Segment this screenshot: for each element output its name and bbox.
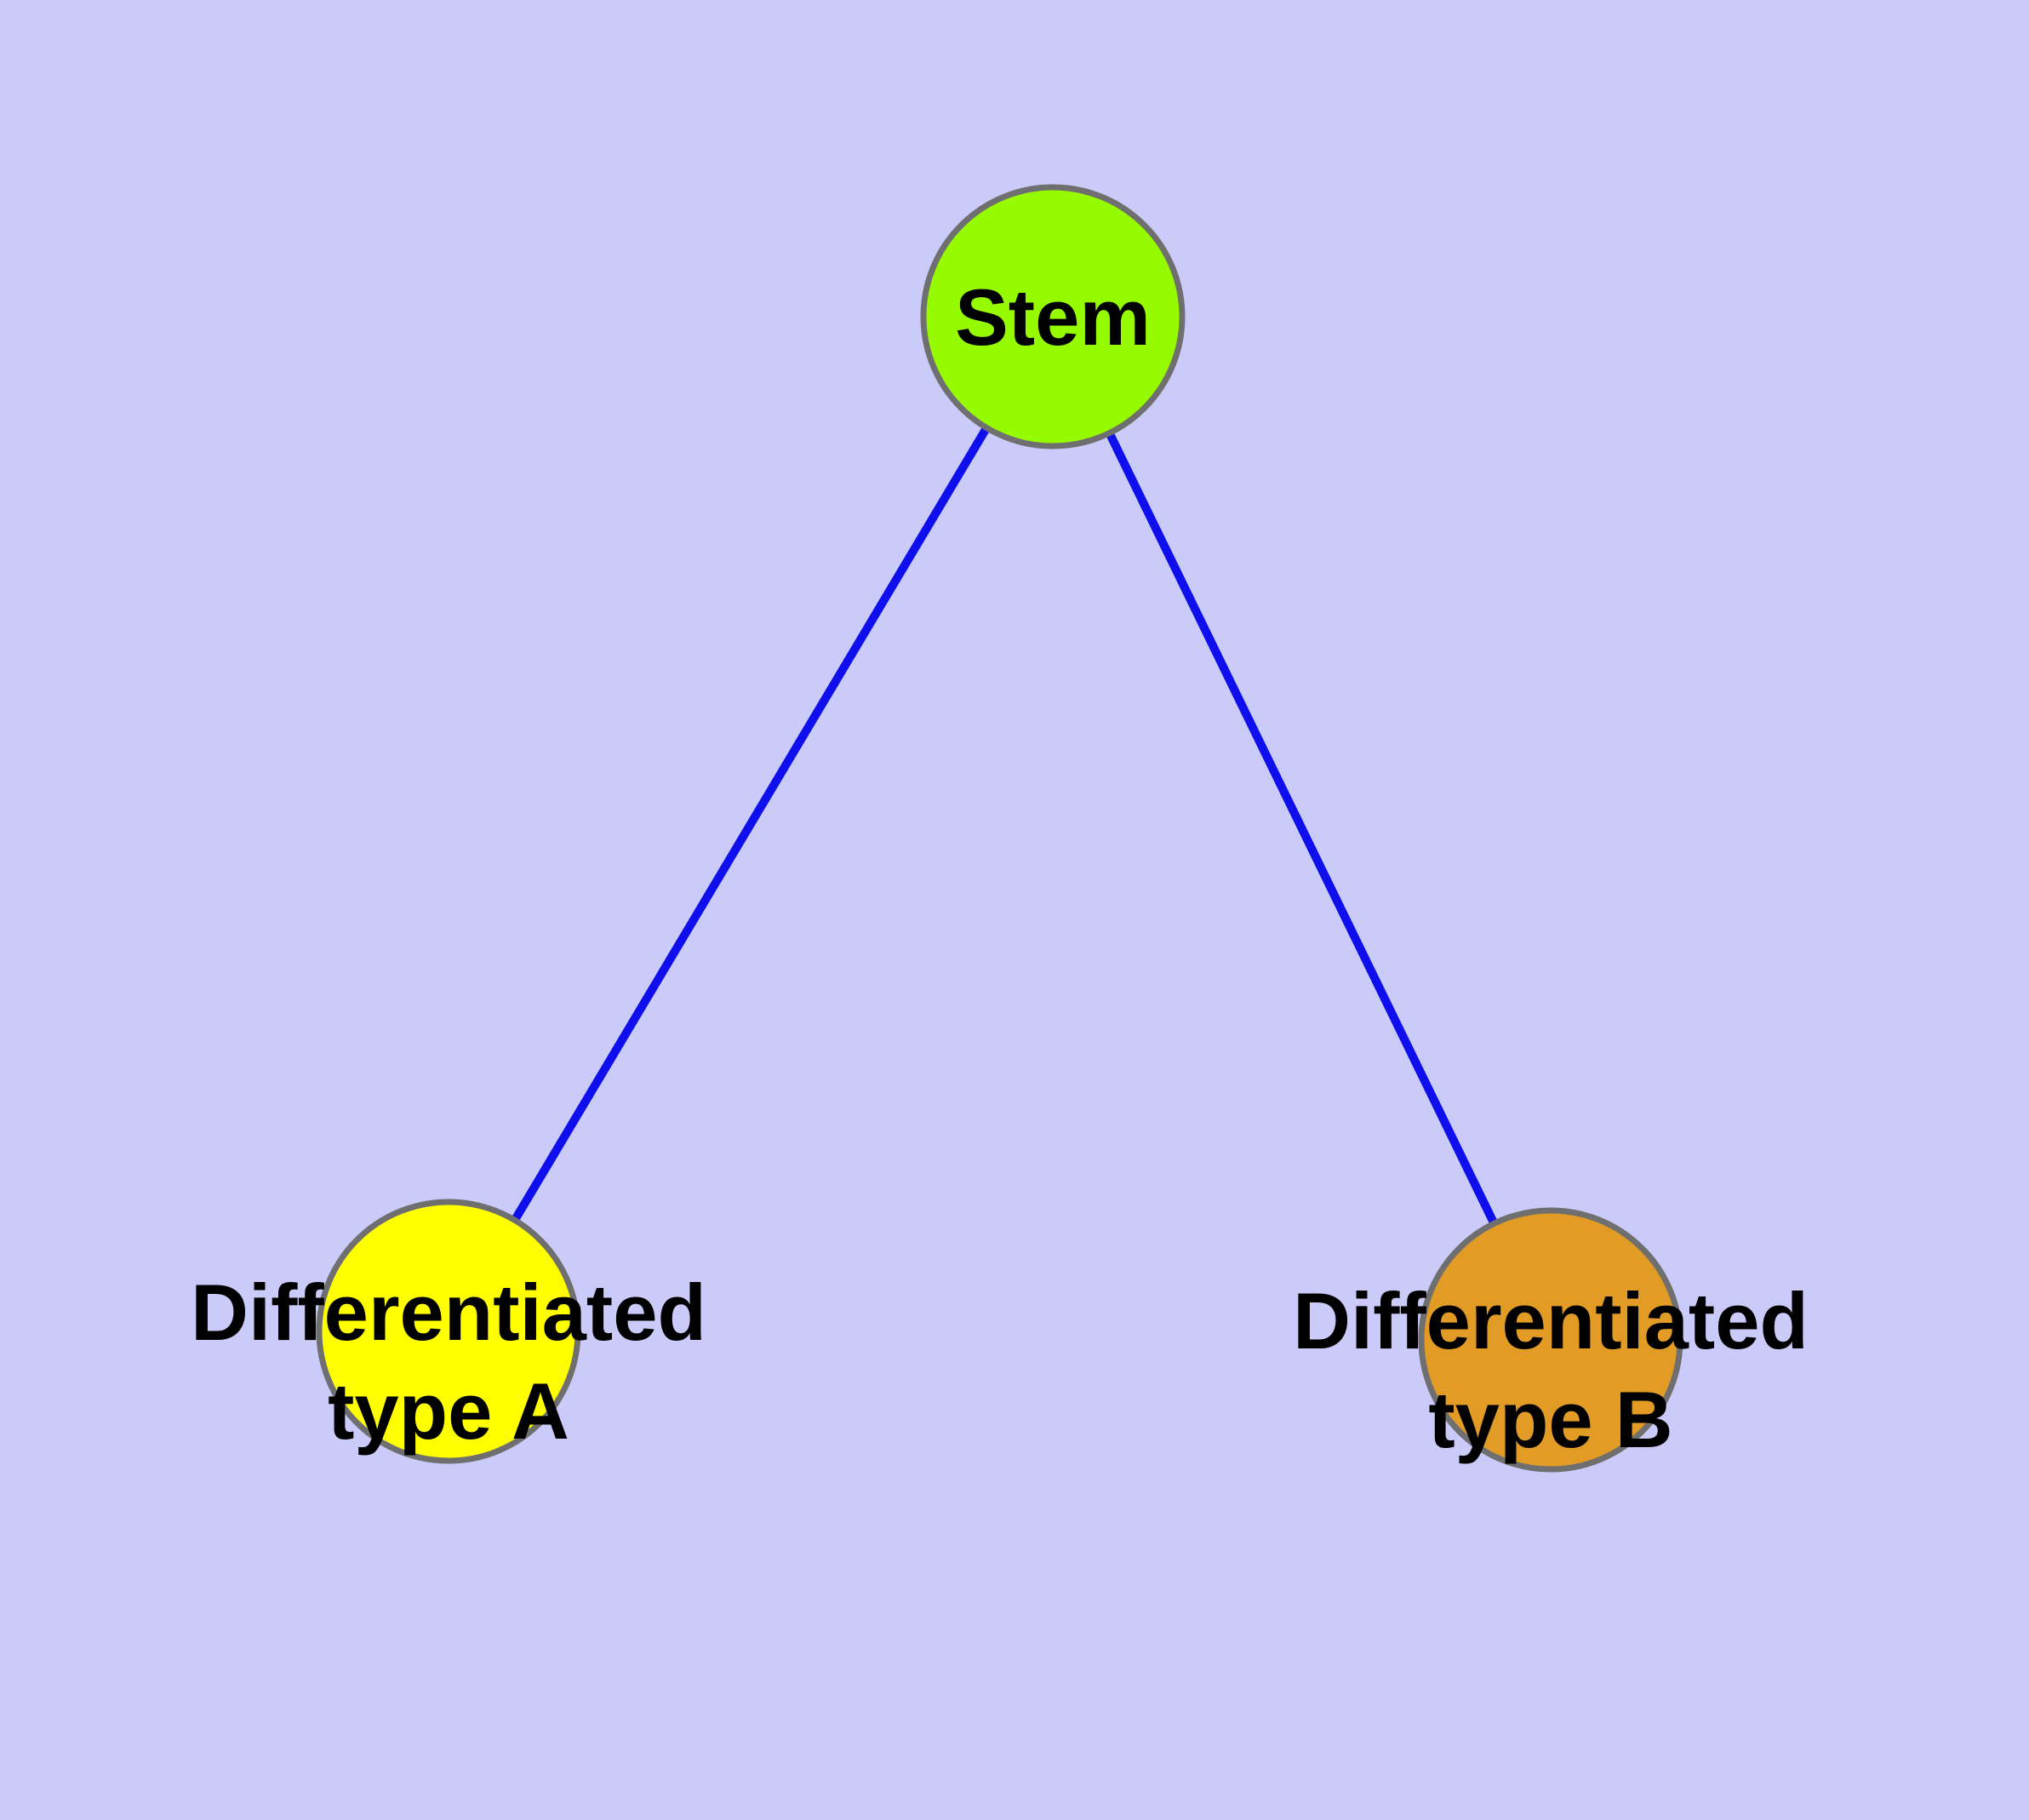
node-type-b-label-line2: type B bbox=[1428, 1375, 1672, 1464]
node-stem-label: Stem bbox=[955, 272, 1151, 362]
edge-stem-to-type-b bbox=[1049, 314, 1555, 1342]
node-type-b-circle bbox=[1418, 1207, 1683, 1473]
node-type-b-label-line1: Differentiated bbox=[1293, 1276, 1809, 1365]
node-type-a-circle bbox=[316, 1199, 581, 1464]
node-stem-circle bbox=[920, 184, 1186, 449]
edge-stem-to-type-a bbox=[444, 314, 1057, 1334]
node-type-a-label-line2: type A bbox=[328, 1366, 569, 1456]
node-type-a-label-line1: Differentiated bbox=[191, 1268, 706, 1357]
